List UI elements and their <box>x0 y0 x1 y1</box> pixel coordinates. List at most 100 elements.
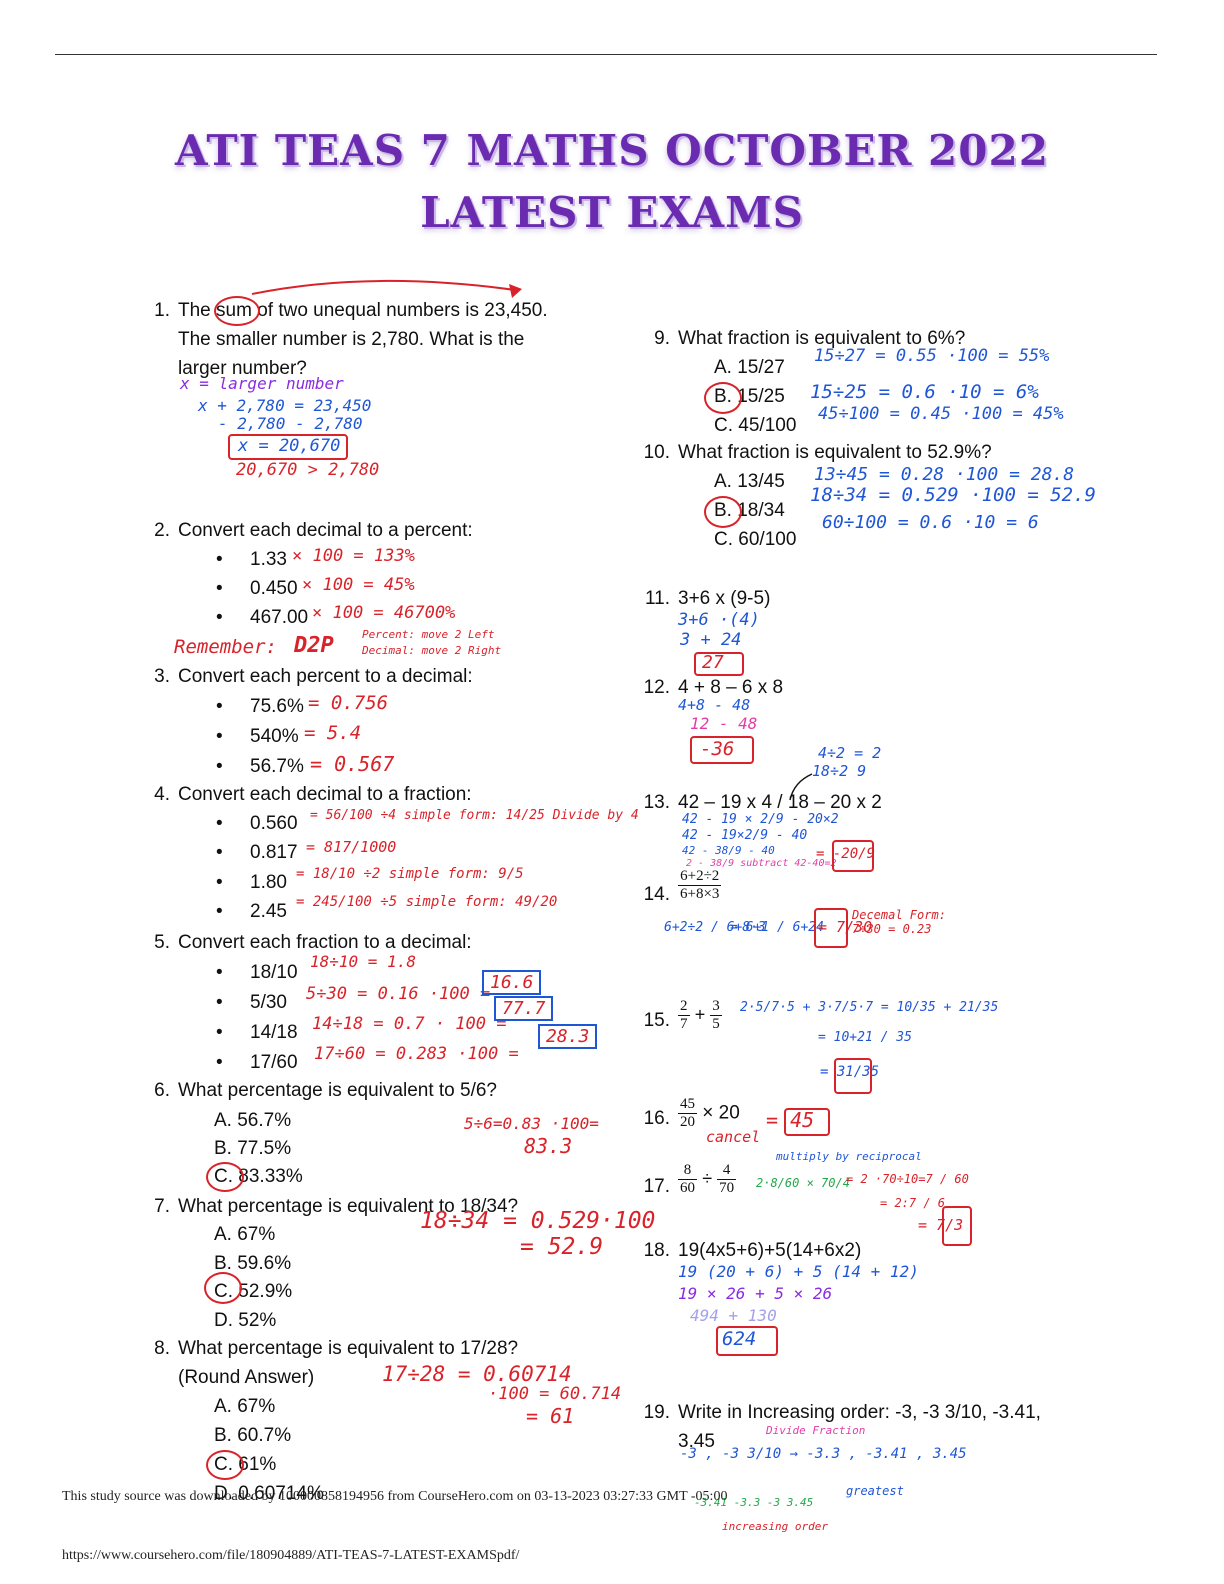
answer-circle <box>206 1450 244 1480</box>
answer-box: 28.3 <box>538 1024 598 1049</box>
answer-box <box>690 736 754 764</box>
hw-note: = 61 <box>526 1404 575 1428</box>
hw-note: increasing order <box>722 1520 828 1533</box>
question-text: 3.45 <box>678 1431 715 1452</box>
question-text: Convert each decimal to a percent: <box>178 520 473 541</box>
hw-note: × 100 = 46700% <box>312 603 456 623</box>
answer-circle <box>704 382 742 414</box>
question-number: 17. <box>643 1176 670 1197</box>
hw-note: 14÷18 = 0.7 · 100 = <box>312 1014 507 1034</box>
hw-note: = 2 ·70÷10=7 / 60 <box>846 1172 969 1186</box>
question-number: 2. <box>154 520 170 541</box>
hw-answer: -36 <box>700 738 735 760</box>
hw-note: 3+6 ·(4) <box>678 610 760 630</box>
answer-box <box>228 434 348 460</box>
hw-note: 83.3 <box>524 1134 573 1158</box>
title-line-1: ATI TEAS 7 MATHS OCTOBER 2022 <box>175 126 1049 175</box>
hw-note: x + 2,780 = 23,450 <box>198 396 372 415</box>
hw-answer: = 45 <box>766 1108 815 1132</box>
question-number: 13. <box>643 792 670 813</box>
hw-note: multiply by reciprocal <box>776 1150 922 1163</box>
hw-note: Remember: <box>174 636 277 658</box>
hw-note: 17÷60 = 0.283 ·100 = <box>314 1044 519 1064</box>
answer-box <box>716 1326 778 1356</box>
option: A. 13/45 <box>714 471 785 492</box>
hw-note: 42 - 38/9 - 40 <box>682 844 775 857</box>
hw-note: 12 - 48 <box>690 714 758 733</box>
option: A. 67% <box>214 1396 276 1417</box>
option: B. 59.6% <box>214 1253 292 1274</box>
title-line-2: LATEST EXAMS <box>420 188 804 237</box>
hw-note: 18÷34 = 0.529 ·100 = 52.9 <box>810 484 1096 506</box>
question-number: 15. <box>643 1010 670 1031</box>
question-number: 18. <box>643 1240 670 1261</box>
source-notice: This study source was downloaded by 1000… <box>62 1489 728 1504</box>
hw-note: 3 + 24 <box>680 630 742 650</box>
answer-box <box>694 652 744 676</box>
hw-note: D2P <box>294 633 334 658</box>
hw-note: = 18/10 ÷2 simple form: 9/5 <box>296 866 524 882</box>
option: D. 52% <box>214 1310 277 1331</box>
hw-note: = 52.9 <box>520 1234 604 1260</box>
hw-note: 13÷45 = 0.28 ·100 = 28.8 <box>814 464 1075 485</box>
hw-note: 15÷25 = 0.6 ·10 = 6% <box>810 381 1039 403</box>
hw-note: 2·8/60 × 70/4 <box>756 1176 850 1190</box>
hw-note: 15÷27 = 0.55 ·100 = 55% <box>814 346 1050 366</box>
hw-answer: 27 <box>702 652 724 673</box>
question-text: What percentage is equivalent to 18/34? <box>178 1196 519 1217</box>
hw-note: = 245/100 ÷5 simple form: 49/20 <box>296 894 558 910</box>
hw-note: Percent: move 2 Left <box>362 628 495 641</box>
option: B. 77.5% <box>214 1138 292 1159</box>
answer-box <box>784 1108 830 1136</box>
answer-box: 77.7 <box>494 996 554 1021</box>
hw-note: 42 - 19×2/9 - 40 <box>682 828 808 843</box>
hw-note: -3 , -3 3/10 → -3.3 , -3.41 , 3.45 <box>680 1446 967 1462</box>
answer-box <box>834 1058 872 1094</box>
hw-note: - 2,780 - 2,780 <box>218 414 363 433</box>
question-number: 6. <box>154 1080 170 1101</box>
top-rule <box>55 54 1157 55</box>
question-number: 3. <box>154 666 170 687</box>
answer-box: 16.6 <box>482 970 542 995</box>
hw-note: 494 + 130 <box>690 1306 777 1325</box>
question-number: 8. <box>154 1338 170 1359</box>
hw-note: 2 - 38/9 subtract 42-40=2 <box>686 858 837 869</box>
question-text: Convert each fraction to a decimal: <box>178 932 472 953</box>
hw-note: 45÷100 = 0.45 ·100 = 45% <box>818 404 1064 424</box>
hw-note: Decimal: move 2 Right <box>362 644 502 657</box>
hw-arrow <box>789 773 813 801</box>
sum-circle <box>214 296 260 326</box>
hw-note: Divide Fraction <box>766 1424 866 1437</box>
answer-circle <box>206 1162 244 1192</box>
question-text: What percentage is equivalent to 17/28? <box>178 1338 519 1359</box>
question-text: The sum of two unequal numbers is 23,450… <box>178 300 548 321</box>
question-text: What fraction is equivalent to 6%? <box>678 328 966 349</box>
hw-note: 19 × 26 + 5 × 26 <box>678 1284 833 1303</box>
question-text: The smaller number is 2,780. What is the <box>178 329 525 350</box>
hw-answer: 624 <box>722 1328 757 1350</box>
question-text: (Round Answer) <box>178 1367 315 1388</box>
answer-circle <box>204 1272 242 1304</box>
question-number: 14. <box>643 884 670 905</box>
hw-answer: = 7/3 <box>918 1216 964 1234</box>
hw-note: cancel <box>706 1128 761 1146</box>
hw-note: 5÷30 = 0.16 ·100 = <box>306 984 491 1004</box>
hw-note: = 56/100 ÷4 simple form: 14/25 Divide by… <box>310 808 639 823</box>
hw-note: = 2:7 / 6 <box>880 1196 946 1210</box>
source-url[interactable]: https://www.coursehero.com/file/18090488… <box>62 1548 520 1563</box>
hw-note: = 0.756 <box>308 692 389 714</box>
hw-answer: = 7/30 <box>818 918 873 936</box>
question-text: Convert each percent to a decimal: <box>178 666 473 687</box>
hw-note: × 100 = 45% <box>302 575 415 595</box>
hw-note: 4÷2 = 2 <box>818 744 882 762</box>
hw-answer: x = 20,670 <box>238 436 341 456</box>
question-text: 19(4x5+6)+5(14+6x2) <box>678 1240 862 1261</box>
hw-note: x = larger number <box>180 374 344 393</box>
hw-note: 18÷10 = 1.8 <box>310 952 416 971</box>
question-text: What percentage is equivalent to 5/6? <box>178 1080 497 1101</box>
option: D. 0.60714% <box>214 1483 324 1504</box>
hw-note: = 6+1 / 6+24 <box>730 920 824 935</box>
hw-note: 6+2÷2 / 6+8·3 <box>664 920 766 935</box>
option: A. 56.7% <box>214 1110 292 1131</box>
option: A. 15/27 <box>714 357 785 378</box>
